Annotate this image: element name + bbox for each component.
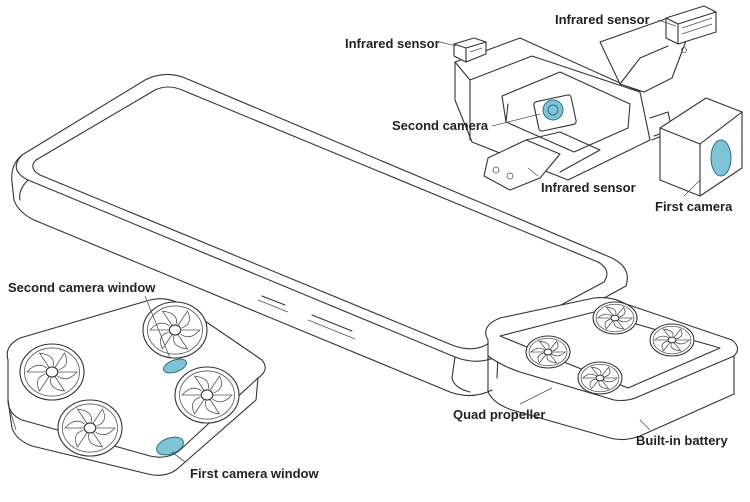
label-second-camera: Second camera (392, 118, 489, 133)
label-first-camera-window: First camera window (190, 466, 319, 481)
infrared-sensor-top-right (665, 5, 717, 45)
label-quad-propeller: Quad propeller (453, 407, 546, 422)
bay-propeller-left (525, 335, 571, 369)
detached-drone (6, 298, 266, 476)
smartphone-body (11, 73, 628, 397)
bay-propeller-top (592, 301, 638, 335)
drone-propeller-right (174, 366, 240, 424)
label-second-camera-window: Second camera window (8, 280, 156, 295)
leader-lines (144, 19, 701, 463)
label-first-camera: First camera (655, 199, 733, 214)
slideout-drone-bay (485, 297, 739, 441)
bay-propeller-bottom (577, 361, 623, 395)
first-camera-window-lens (156, 436, 184, 456)
bay-propeller-right (649, 323, 695, 357)
first-camera-block (659, 97, 743, 197)
infrared-sensor-left (453, 37, 487, 63)
label-infrared-sensor-bottom: Infrared sensor (541, 180, 636, 195)
second-camera-window-lens (163, 358, 187, 374)
label-infrared-sensor-left: Infrared sensor (345, 36, 440, 51)
label-built-in-battery: Built-in battery (636, 433, 728, 448)
drone-propeller-bottom (57, 399, 123, 457)
drone-propeller-top (142, 301, 208, 359)
second-camera-lens (533, 94, 577, 132)
label-infrared-sensor-right: Infrared sensor (555, 12, 650, 27)
drone-propeller-left (19, 343, 85, 401)
